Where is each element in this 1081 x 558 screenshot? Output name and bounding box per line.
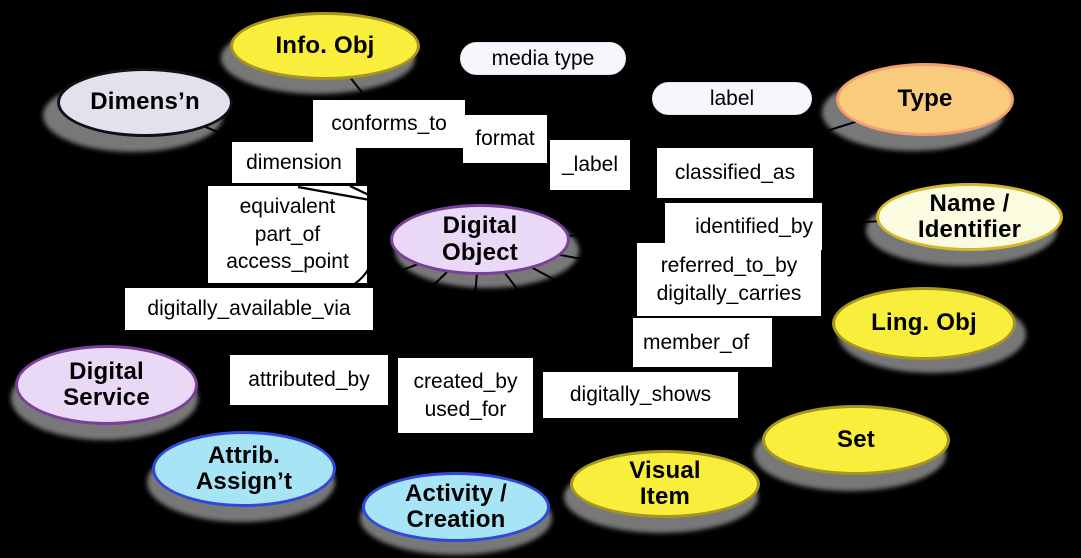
node-label: Type xyxy=(897,85,953,113)
property-text: dimension xyxy=(246,150,342,174)
edge-line xyxy=(243,239,481,470)
datatype-label: media type xyxy=(491,46,595,70)
node-label: Dimens’n xyxy=(90,88,200,116)
property-label-created-group[interactable]: created_by used_for xyxy=(398,358,533,433)
node-label: Activity / Creation xyxy=(404,479,508,533)
node-ellipse: Type xyxy=(836,63,1014,136)
node-ellipse: Info. Obj xyxy=(230,12,420,80)
node-ellipse: Visual Item xyxy=(570,450,760,518)
property-text: _label xyxy=(561,153,619,177)
node-label: Attrib. Assign’t xyxy=(195,441,293,495)
node-ellipse: Dimens’n xyxy=(57,68,233,137)
edge-line xyxy=(479,239,666,485)
node-ellipse: Name / Identifier xyxy=(876,183,1063,251)
node-dimension-class[interactable]: Dimens’n xyxy=(43,68,233,152)
property-label-digitally-shows[interactable]: digitally_shows xyxy=(543,372,738,418)
node-ellipse: Digital Service xyxy=(15,345,198,425)
node-visual-item[interactable]: Visual Item xyxy=(564,450,760,533)
node-ellipse: Attrib. Assign’t xyxy=(152,431,336,507)
node-label: Digital Object xyxy=(442,212,518,266)
property-label-referred-group[interactable]: referred_to_by digitally_carries xyxy=(637,243,821,316)
datatype-label: label xyxy=(709,86,755,110)
property-label-digitally-available-via[interactable]: digitally_available_via xyxy=(125,288,373,330)
datatype-node-media-type[interactable]: media type xyxy=(460,42,626,75)
node-digital-service[interactable]: Digital Service xyxy=(11,345,198,440)
node-info-obj[interactable]: Info. Obj xyxy=(221,12,420,94)
node-ellipse: Ling. Obj xyxy=(832,287,1016,360)
property-label-underscore-label[interactable]: _label xyxy=(550,140,630,190)
node-ellipse: Activity / Creation xyxy=(362,472,550,542)
property-label-attributed-by[interactable]: attributed_by xyxy=(230,355,388,405)
property-text: format xyxy=(475,127,535,151)
node-label: Set xyxy=(837,425,875,453)
property-text: conforms_to xyxy=(331,112,447,136)
property-label-member-of[interactable]: member_of xyxy=(633,318,772,367)
property-text: classified_as xyxy=(674,161,796,185)
property-label-conforms-to[interactable]: conforms_to xyxy=(313,100,465,148)
property-label-classified-as[interactable]: classified_as xyxy=(657,148,813,198)
node-label: Name / Identifier xyxy=(917,189,1022,243)
node-set[interactable]: Set xyxy=(754,405,950,491)
property-label-equivalent-group[interactable]: equivalent part_of access_point xyxy=(208,186,367,283)
node-activity-creation[interactable]: Activity / Creation xyxy=(360,472,552,555)
property-label-identified-by[interactable]: identified_by xyxy=(665,203,822,250)
property-text: referred_to_by digitally_carries xyxy=(656,253,802,305)
node-attrib-assignt[interactable]: Attrib. Assign’t xyxy=(147,431,336,522)
node-digital-object[interactable]: Digital Object xyxy=(390,204,579,288)
property-text: equivalent part_of access_point xyxy=(226,194,349,274)
property-text: identified_by xyxy=(695,214,813,238)
node-ling-obj[interactable]: Ling. Obj xyxy=(832,287,1026,373)
property-text: digitally_shows xyxy=(569,383,712,407)
node-type[interactable]: Type xyxy=(822,63,1014,151)
node-label: Visual Item xyxy=(629,456,701,510)
property-text: created_by used_for xyxy=(413,369,518,421)
datatype-node-label[interactable]: label xyxy=(652,82,812,115)
property-label-format[interactable]: format xyxy=(463,115,547,163)
node-name-identifier[interactable]: Name / Identifier xyxy=(866,183,1063,266)
node-ellipse: Set xyxy=(762,405,950,475)
node-label: Ling. Obj xyxy=(871,309,977,337)
property-text: member_of xyxy=(643,330,750,354)
node-label: Info. Obj xyxy=(275,31,375,59)
node-label: Digital Service xyxy=(63,357,150,411)
property-label-dimension[interactable]: dimension xyxy=(232,142,356,183)
property-text: attributed_by xyxy=(248,368,370,392)
property-text: digitally_available_via xyxy=(147,297,351,321)
node-ellipse: Digital Object xyxy=(390,204,570,275)
